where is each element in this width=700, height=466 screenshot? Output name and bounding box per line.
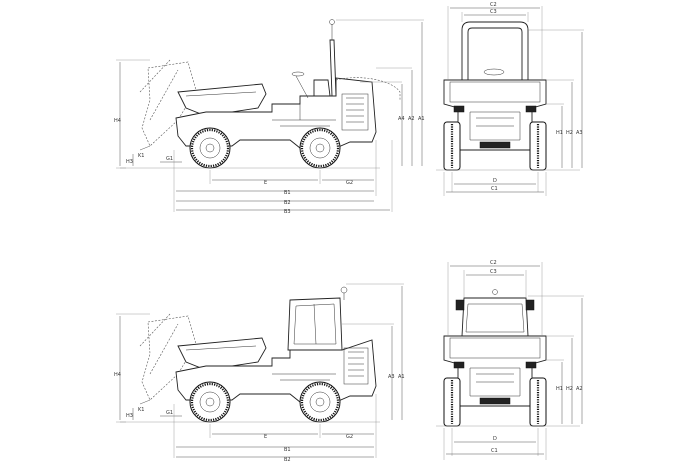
label-a2-cab: A2 xyxy=(576,386,583,392)
front-cab xyxy=(461,297,529,337)
label-g1: G1 xyxy=(166,156,173,162)
label-c3: C3 xyxy=(490,9,497,15)
label-a4: A4 xyxy=(398,116,405,122)
label-h4: H4 xyxy=(114,118,121,124)
front-wheel xyxy=(189,127,231,169)
front-rollbar xyxy=(461,21,529,81)
label-b2-cab: B2 xyxy=(284,457,291,463)
label-c1-cab: C1 xyxy=(491,448,498,454)
label-g2-cab: G2 xyxy=(346,434,353,440)
label-a1: A1 xyxy=(418,116,425,122)
bottom-front-view: C2 C3 H1 H2 A2 D C1 xyxy=(436,260,584,460)
label-g1-cab: G1 xyxy=(166,410,173,416)
label-k1: K1 xyxy=(138,153,144,159)
raised-skip-outline xyxy=(141,61,197,147)
label-h2-cab: H2 xyxy=(566,386,573,392)
label-d-cab: D xyxy=(493,436,497,442)
label-a2: A2 xyxy=(408,116,415,122)
label-b1-cab: B1 xyxy=(284,447,291,453)
label-h2: H2 xyxy=(566,130,573,136)
label-h1: H1 xyxy=(556,130,563,136)
skip xyxy=(177,83,267,117)
label-b1: B1 xyxy=(284,190,291,196)
label-c1: C1 xyxy=(491,186,498,192)
rear-wheel-cab xyxy=(299,381,341,423)
skip-cab xyxy=(177,337,267,371)
top-front-view: C2 C3 H1 H2 A3 D C1 xyxy=(436,2,584,196)
label-c3-cab: C3 xyxy=(490,269,497,275)
raised-skip-outline-cab xyxy=(141,315,197,401)
label-h3-cab: H3 xyxy=(126,413,133,419)
label-e: E xyxy=(264,180,267,186)
label-k1-cab: K1 xyxy=(138,407,144,413)
front-wheel-cab xyxy=(189,381,231,423)
label-d: D xyxy=(493,178,497,184)
label-g2: G2 xyxy=(346,180,353,186)
label-c2: C2 xyxy=(490,2,497,8)
bottom-side-view: H4 H3 K1 G1 A3 A1 E G2 B1 B2 xyxy=(114,283,405,463)
label-e-cab: E xyxy=(264,434,267,440)
label-b3: B3 xyxy=(284,209,291,215)
label-h3: H3 xyxy=(126,159,133,165)
label-a3-cab: A3 xyxy=(388,374,395,380)
top-side-view: H4 H3 K1 G1 A4 A2 A1 E G2 B1 B2 B3 xyxy=(114,19,425,215)
label-b2: B2 xyxy=(284,200,291,206)
label-a3: A3 xyxy=(576,130,583,136)
label-h1-cab: H1 xyxy=(556,386,563,392)
label-h4-cab: H4 xyxy=(114,372,121,378)
label-c2-cab: C2 xyxy=(490,260,497,266)
rear-wheel xyxy=(299,127,341,169)
label-a1-cab: A1 xyxy=(398,374,405,380)
